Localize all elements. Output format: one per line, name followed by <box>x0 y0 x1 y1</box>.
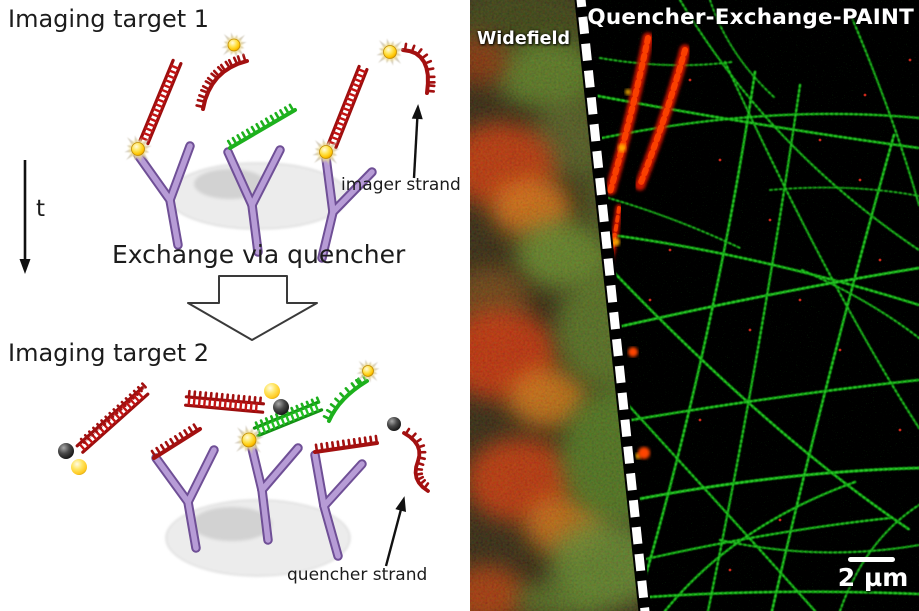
dna-duplex-icon <box>184 395 265 414</box>
quencher-icon <box>387 417 401 431</box>
fluorophore-icon <box>221 32 247 58</box>
exchange-label: Exchange via quencher <box>112 240 406 269</box>
annotation-arrow-icon <box>384 496 406 567</box>
annotation-arrow-icon <box>19 160 31 274</box>
dna-strand-icon <box>195 53 249 111</box>
dna-strand-icon <box>79 382 147 445</box>
antibody-icon <box>223 145 285 257</box>
panel1-title: Imaging target 1 <box>8 5 210 33</box>
schematic-panel <box>19 32 436 577</box>
antibody-icon <box>317 153 377 263</box>
quenched-dye-icon <box>71 459 87 475</box>
dna-strand-icon <box>226 103 297 150</box>
microscopy-panel <box>470 0 919 611</box>
dna-duplex-icon <box>326 64 369 150</box>
paint-label: Quencher-Exchange-PAINT <box>587 5 914 30</box>
dna-duplex-icon <box>138 58 183 146</box>
annotation-arrow-icon <box>411 104 423 179</box>
fluorophore-icon <box>356 359 380 383</box>
antibody-icon <box>310 450 367 561</box>
time-label: t <box>36 196 46 222</box>
widefield-image <box>470 0 648 611</box>
fluorophore-icon <box>312 138 340 166</box>
dna-strand-icon <box>186 389 264 405</box>
exchange-arrow-icon <box>187 275 318 341</box>
dna-strand-icon <box>322 374 369 423</box>
quencher-strand-label: quencher strand <box>287 565 428 585</box>
dna-strand-icon <box>150 423 202 460</box>
separator-dashed-line <box>574 0 652 611</box>
dna-strand-icon <box>313 434 379 454</box>
antibody-icon <box>151 445 219 553</box>
panel2-title: Imaging target 2 <box>8 339 210 367</box>
quenched-dye-icon <box>264 383 280 399</box>
quencher-icon <box>273 399 289 415</box>
dna-strand-icon <box>401 42 436 95</box>
fluorophore-icon <box>234 425 264 455</box>
cell-ellipse <box>165 499 351 577</box>
scale-bar <box>848 557 895 562</box>
antibody-icon <box>133 141 195 250</box>
fluorophore-icon <box>376 38 404 66</box>
scale-bar-label: 2 µm <box>837 563 909 592</box>
dna-strand-icon <box>402 427 430 493</box>
dna-duplex-icon <box>75 386 150 454</box>
imager-strand-label: imager strand <box>341 175 461 195</box>
fluorophore-icon <box>124 135 152 163</box>
quencher-icon <box>58 443 74 459</box>
widefield-label: Widefield <box>477 29 571 49</box>
